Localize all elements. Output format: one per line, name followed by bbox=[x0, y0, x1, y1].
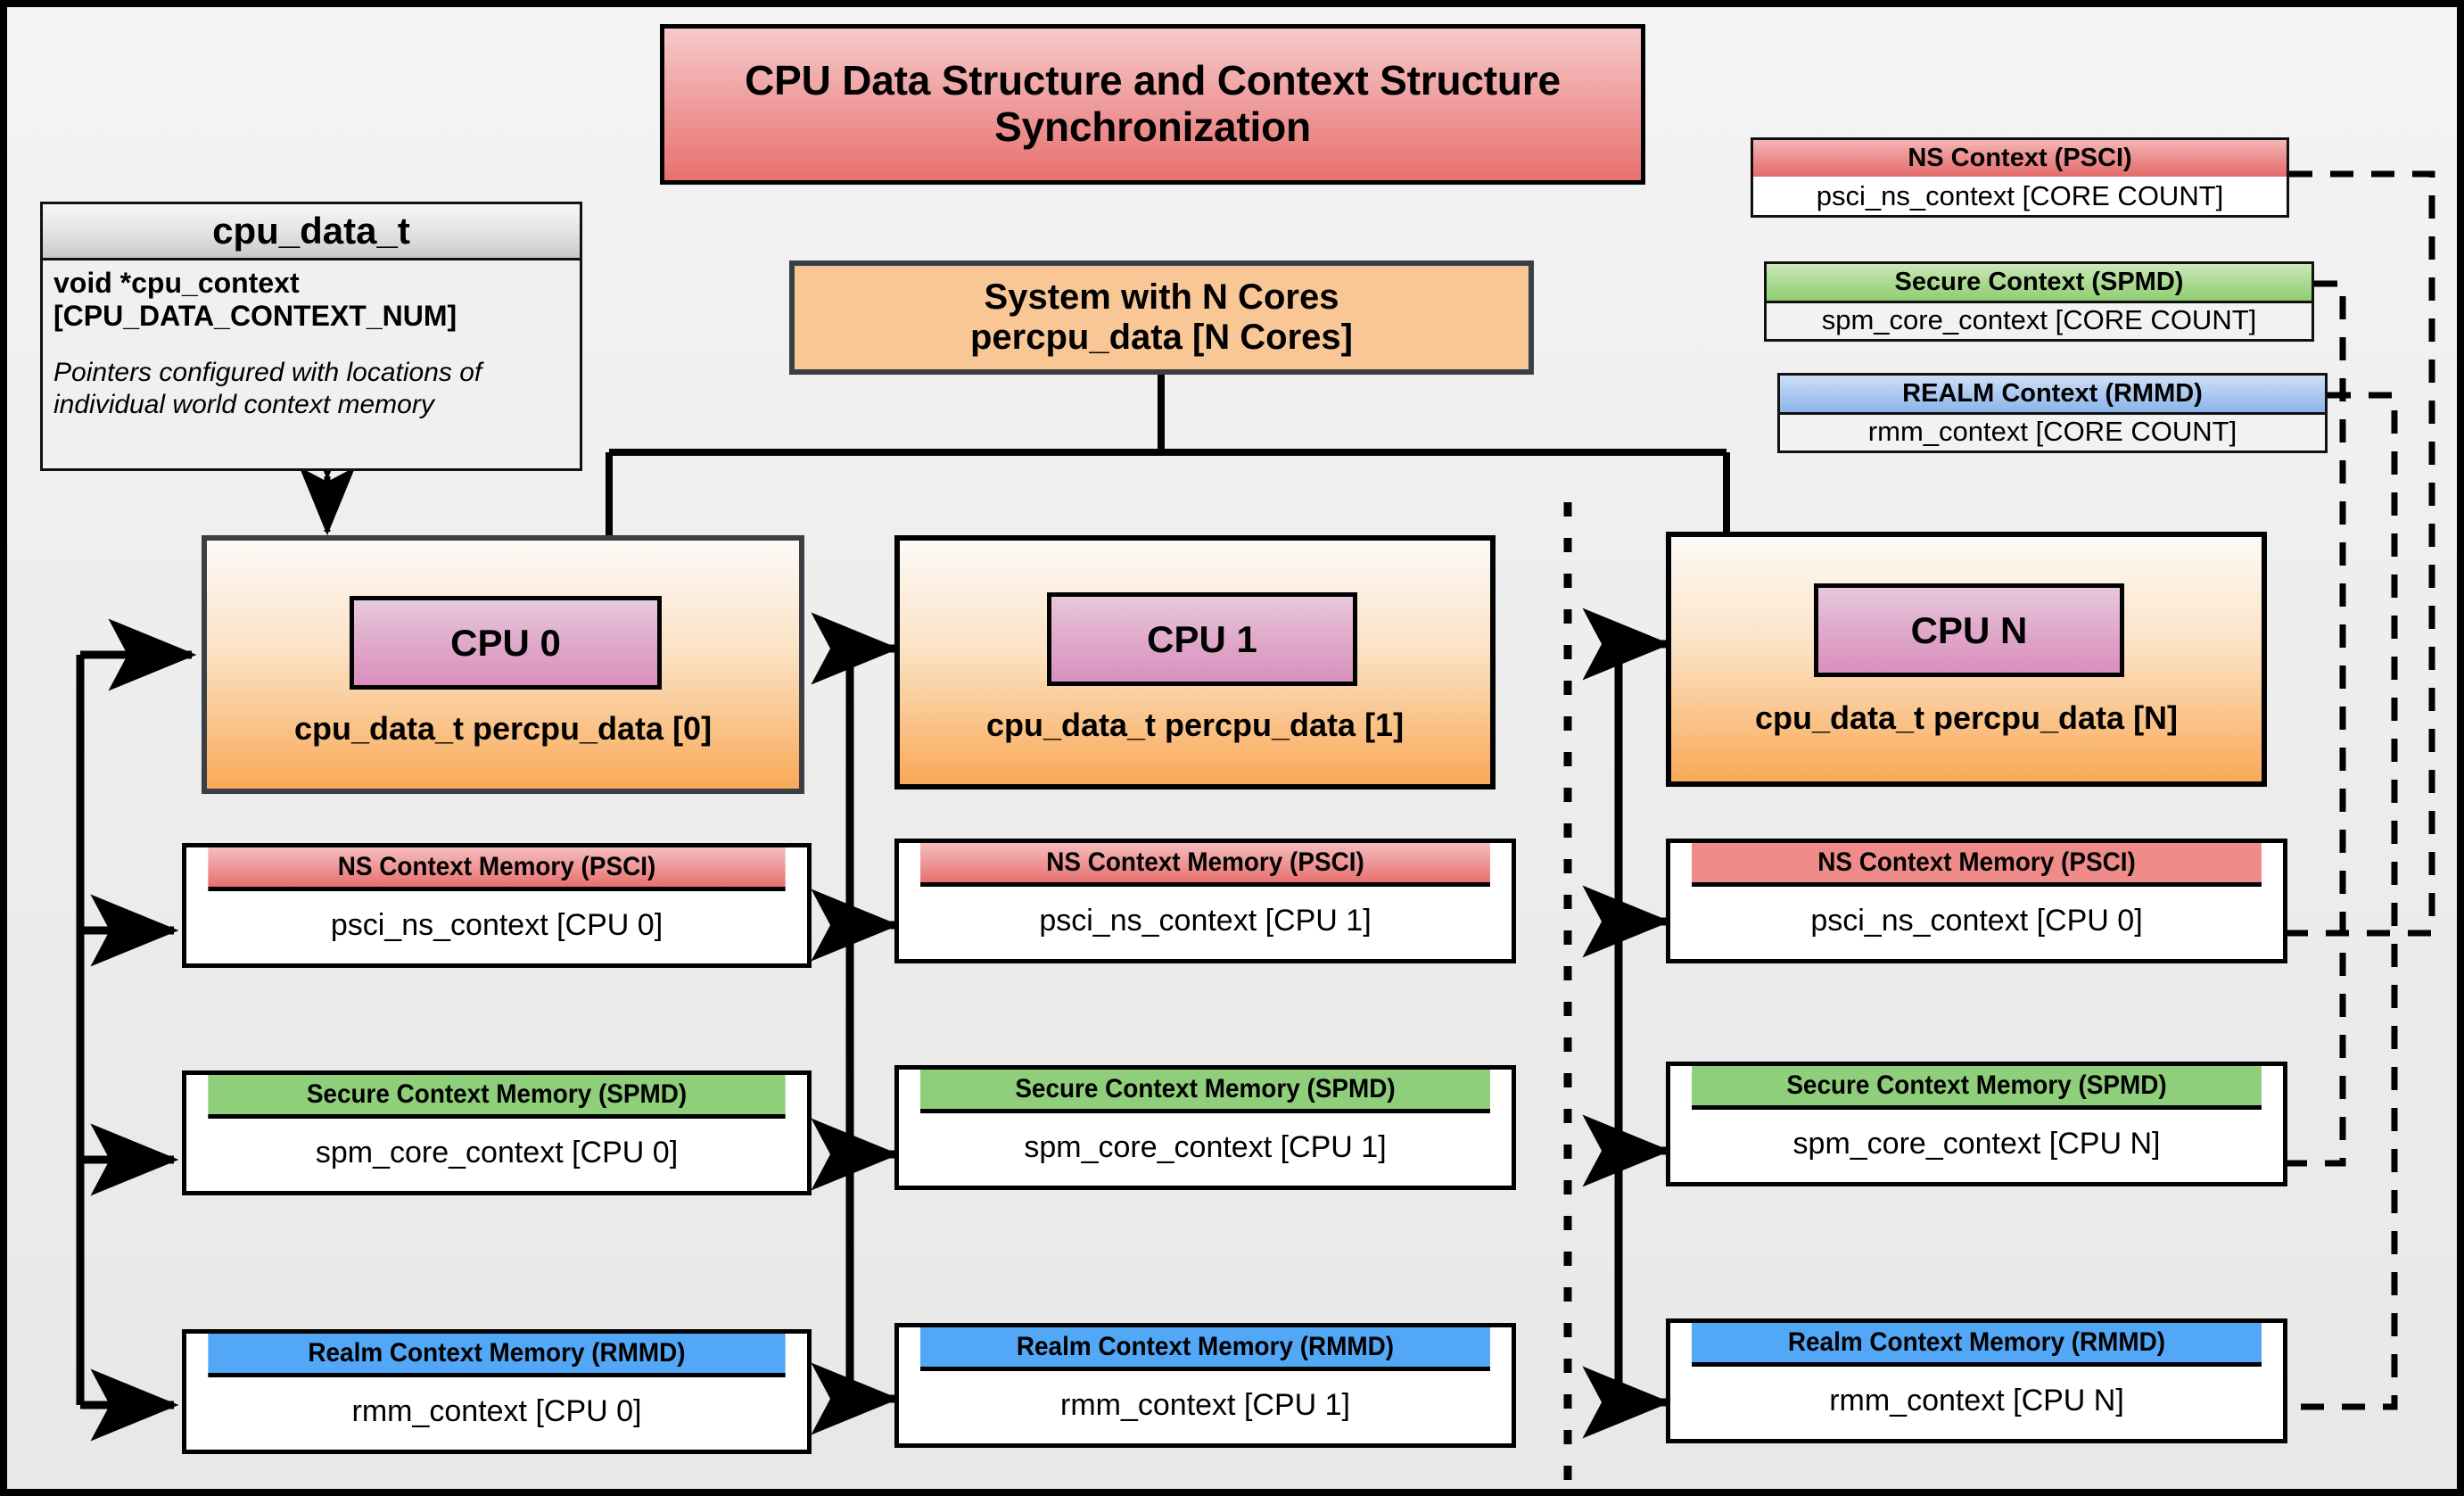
mem-box-cpun-rmmd: Realm Context Memory (RMMD) rmm_context … bbox=[1666, 1318, 2287, 1443]
mem-value-cpu1-rmmd: rmm_context [CPU 1] bbox=[1060, 1387, 1350, 1422]
system-line-2: percpu_data [N Cores] bbox=[970, 318, 1353, 357]
mem-value-cpu1-ns: psci_ns_context [CPU 1] bbox=[1039, 903, 1372, 938]
cpu-chip-1: CPU 1 bbox=[1047, 592, 1357, 686]
mem-box-cpu0-ns: NS Context Memory (PSCI) psci_ns_context… bbox=[182, 843, 812, 968]
cpu-chip-n: CPU N bbox=[1814, 583, 2124, 677]
mem-header-cpu1-rmmd: Realm Context Memory (RMMD) bbox=[920, 1327, 1490, 1371]
mem-value-cpun-spmd: spm_core_context [CPU N] bbox=[1792, 1126, 2161, 1161]
mem-header-cpu0-rmmd: Realm Context Memory (RMMD) bbox=[208, 1334, 786, 1377]
legend-item-rmmd: REALM Context (RMMD) rmm_context [CORE C… bbox=[1777, 373, 2328, 453]
cpu-subtitle-0: cpu_data_t percpu_data [0] bbox=[293, 710, 713, 747]
mem-header-cpun-ns: NS Context Memory (PSCI) bbox=[1692, 843, 2262, 887]
mem-box-cpu1-spmd: Secure Context Memory (SPMD) spm_core_co… bbox=[894, 1065, 1516, 1190]
mem-value-cpun-rmmd: rmm_context [CPU N] bbox=[1829, 1383, 2124, 1417]
legend-ns-title: NS Context (PSCI) bbox=[1753, 140, 2287, 179]
cpu-data-t-header: cpu_data_t bbox=[43, 204, 580, 260]
mem-box-cpu1-rmmd: Realm Context Memory (RMMD) rmm_context … bbox=[894, 1323, 1516, 1448]
cpu-chip-0: CPU 0 bbox=[350, 596, 662, 690]
mem-box-cpu1-ns: NS Context Memory (PSCI) psci_ns_context… bbox=[894, 839, 1516, 963]
mem-header-cpu1-spmd: Secure Context Memory (SPMD) bbox=[920, 1070, 1490, 1113]
legend-rmmd-value: rmm_context [CORE COUNT] bbox=[1867, 415, 2237, 447]
mem-value-cpun-ns: psci_ns_context [CPU 0] bbox=[1810, 903, 2143, 938]
mem-box-cpun-spmd: Secure Context Memory (SPMD) spm_core_co… bbox=[1666, 1062, 2287, 1186]
legend-spmd-value: spm_core_context [CORE COUNT] bbox=[1821, 303, 2257, 335]
cpu-subtitle-n: cpu_data_t percpu_data [N] bbox=[1754, 699, 2179, 736]
mem-box-cpun-ns: NS Context Memory (PSCI) psci_ns_context… bbox=[1666, 839, 2287, 963]
legend-item-spmd: Secure Context (SPMD) spm_core_context [… bbox=[1764, 261, 2314, 342]
mem-box-cpu0-spmd: Secure Context Memory (SPMD) spm_core_co… bbox=[182, 1070, 812, 1195]
mem-value-cpu0-ns: psci_ns_context [CPU 0] bbox=[330, 907, 663, 942]
legend-item-ns: NS Context (PSCI) psci_ns_context [CORE … bbox=[1751, 137, 2289, 218]
mem-box-cpu0-rmmd: Realm Context Memory (RMMD) rmm_context … bbox=[182, 1329, 812, 1454]
mem-header-cpun-spmd: Secure Context Memory (SPMD) bbox=[1692, 1066, 2262, 1110]
page-title: CPU Data Structure and Context Structure… bbox=[660, 24, 1645, 185]
mem-header-cpu1-ns: NS Context Memory (PSCI) bbox=[920, 843, 1490, 887]
mem-value-cpu0-spmd: spm_core_context [CPU 0] bbox=[315, 1135, 679, 1170]
legend-spmd-title: Secure Context (SPMD) bbox=[1767, 264, 2312, 303]
mem-header-cpu0-ns: NS Context Memory (PSCI) bbox=[208, 847, 786, 891]
cpu-data-t-field: void *cpu_context [CPU_DATA_CONTEXT_NUM] bbox=[54, 267, 457, 333]
mem-header-cpun-rmmd: Realm Context Memory (RMMD) bbox=[1692, 1323, 2262, 1367]
legend-rmmd-title: REALM Context (RMMD) bbox=[1780, 376, 2325, 415]
mem-header-cpu0-spmd: Secure Context Memory (SPMD) bbox=[208, 1075, 786, 1119]
cpu-data-t-note: Pointers configured with locations of in… bbox=[54, 357, 482, 419]
system-node: System with N Cores percpu_data [N Cores… bbox=[789, 260, 1534, 375]
cpu-card-1: CPU 1 cpu_data_t percpu_data [1] bbox=[894, 535, 1496, 789]
cpu-card-0: CPU 0 cpu_data_t percpu_data [0] bbox=[202, 535, 804, 794]
system-line-1: System with N Cores bbox=[984, 277, 1339, 318]
legend-ns-value: psci_ns_context [CORE COUNT] bbox=[1753, 177, 2287, 215]
mem-value-cpu1-spmd: spm_core_context [CPU 1] bbox=[1024, 1129, 1387, 1164]
cpu-card-n: CPU N cpu_data_t percpu_data [N] bbox=[1666, 532, 2267, 787]
mem-value-cpu0-rmmd: rmm_context [CPU 0] bbox=[351, 1393, 642, 1428]
cpu-data-t-struct: cpu_data_t void *cpu_context [CPU_DATA_C… bbox=[40, 202, 582, 471]
cpu-subtitle-1: cpu_data_t percpu_data [1] bbox=[985, 707, 1405, 743]
cpu-data-t-body: void *cpu_context [CPU_DATA_CONTEXT_NUM]… bbox=[43, 258, 580, 468]
